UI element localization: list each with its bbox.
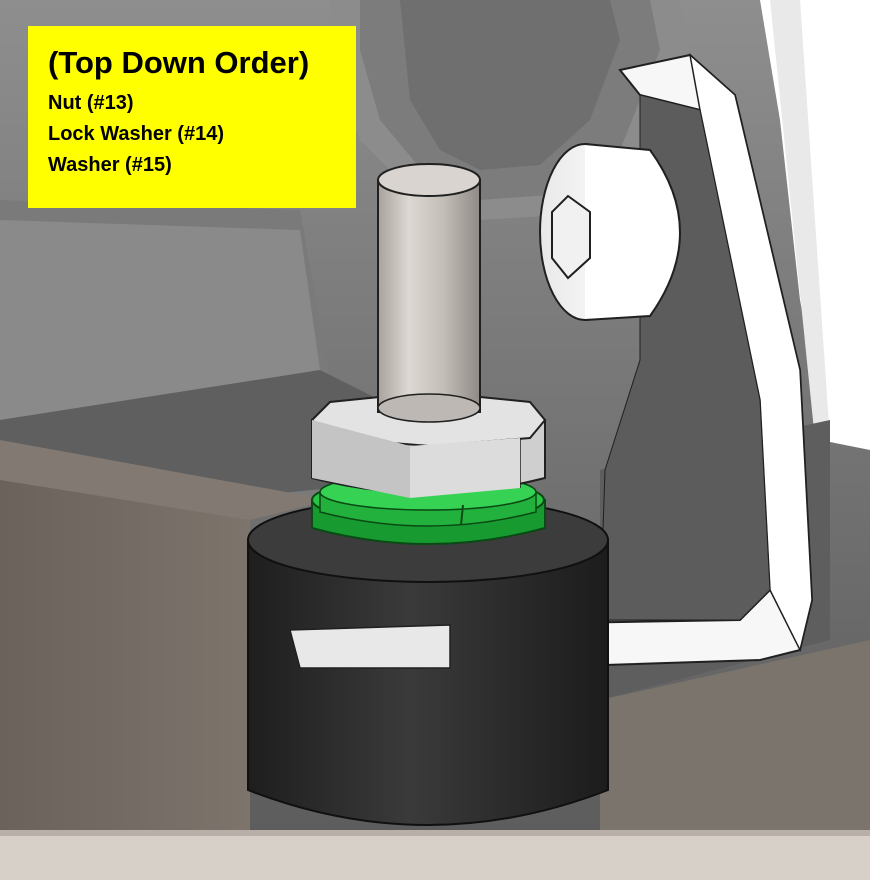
socket-head-screw [539,143,681,321]
annotation-callout: (Top Down Order) Nut (#13) Lock Washer (… [28,26,356,208]
threaded-stud [377,163,481,423]
callout-title: (Top Down Order) [48,45,310,80]
callout-item-nut: Nut (#13) [48,92,134,114]
rubber-bushing [247,497,609,826]
callout-item-lock-washer: Lock Washer (#14) [48,123,224,145]
callout-item-washer: Washer (#15) [48,154,172,176]
